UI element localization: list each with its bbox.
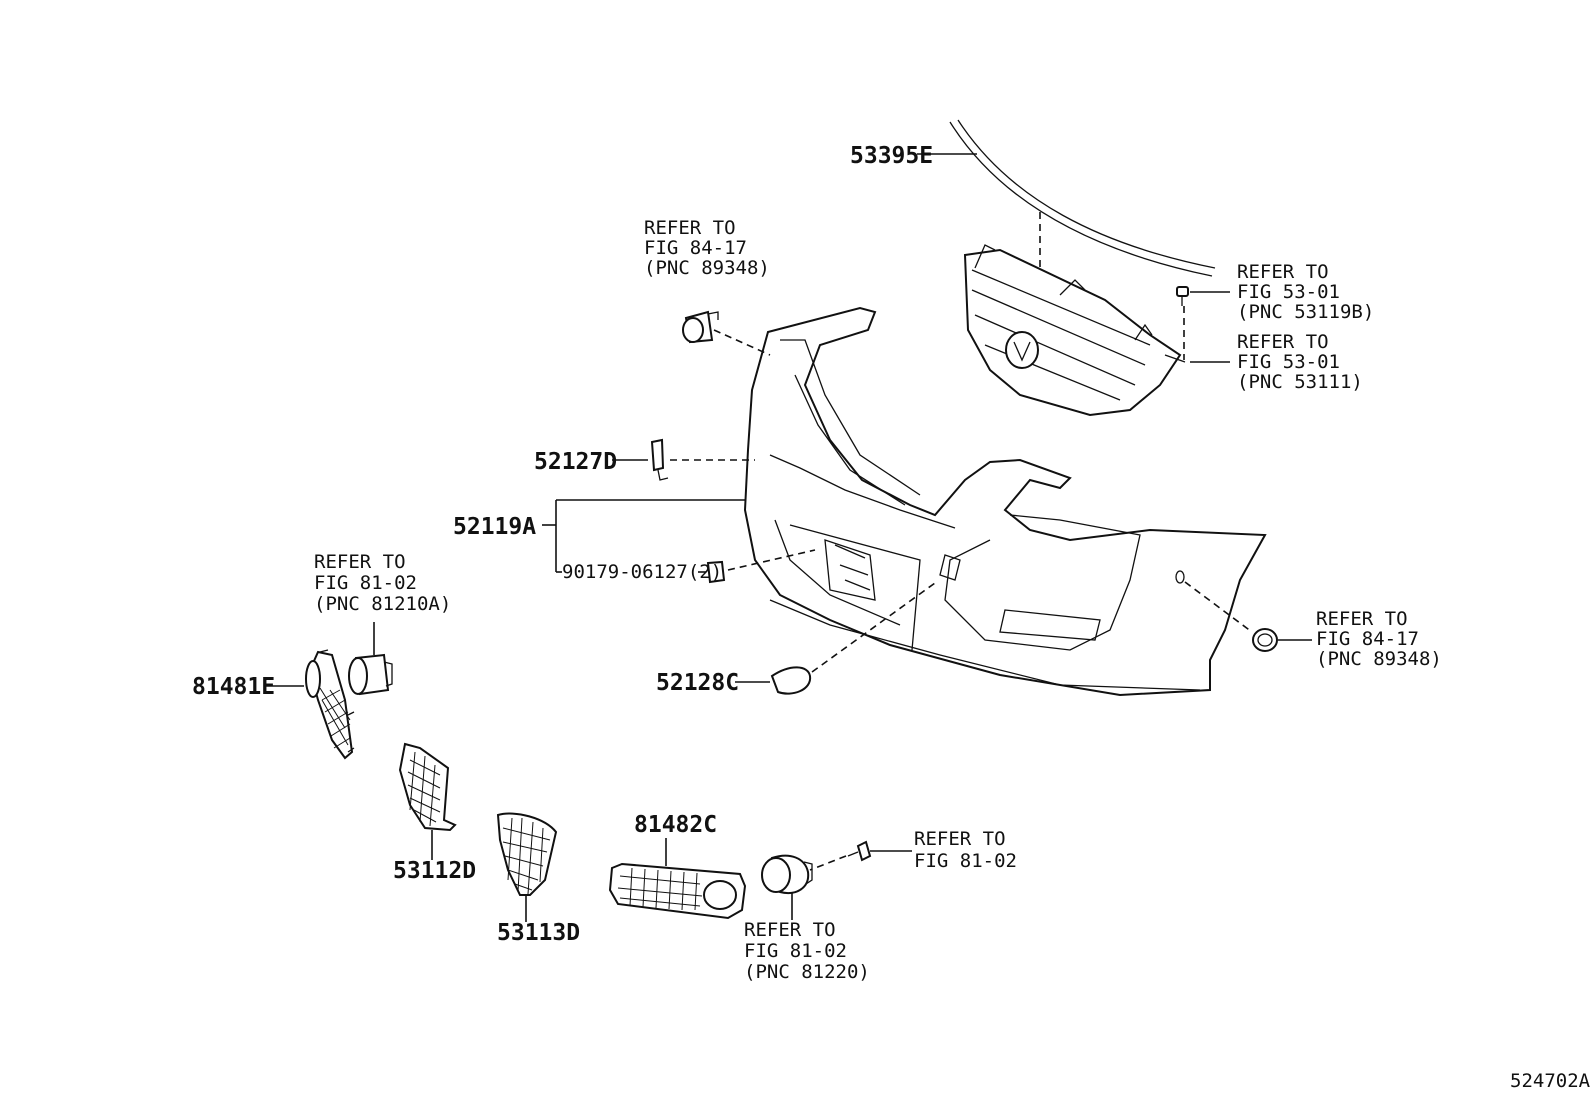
svg-text:(PNC 53119B): (PNC 53119B) [1237,301,1374,323]
svg-text:FIG 53-01: FIG 53-01 [1237,351,1340,373]
svg-text:FIG 53-01: FIG 53-01 [1237,281,1340,303]
svg-text:REFER TO: REFER TO [314,551,406,573]
radiator-grille [963,244,1186,417]
sensor-right [1184,581,1312,652]
svg-text:(PNC 53111): (PNC 53111) [1237,371,1363,393]
grille-53113D [496,812,558,922]
towing-cap-52128C [735,582,936,695]
svg-text:(PNC 81220): (PNC 81220) [744,961,870,983]
svg-text:(PNC 89348): (PNC 89348) [644,257,770,279]
label-52127D: 52127D [534,449,617,475]
bezel-81482C [608,838,747,920]
grille-clip [1176,286,1230,363]
label-53395E: 53395E [850,143,933,169]
ref-fig53-01-53119B: REFER TO FIG 53-01 (PNC 53119B) [1237,261,1374,323]
label-90179: 90179-06127(2) [562,561,722,583]
label-81482C: 81482C [634,812,717,838]
svg-text:FIG 81-02: FIG 81-02 [314,572,417,594]
svg-text:REFER TO: REFER TO [644,217,736,239]
svg-text:REFER TO: REFER TO [1237,331,1329,353]
sensor-81210A [348,622,393,696]
label-81481E: 81481E [192,674,275,700]
screw [809,840,912,871]
label-53112D: 53112D [393,858,476,884]
sensor-bracket-top [682,310,771,356]
fog-lamp-81220 [761,854,813,920]
ref-fig81-02-screw: REFER TO FIG 81-02 [914,828,1017,872]
svg-text:REFER TO: REFER TO [744,919,836,941]
bumper-cover-52119A [743,306,1267,697]
svg-text:REFER TO: REFER TO [1316,608,1408,630]
svg-text:FIG 81-02: FIG 81-02 [914,850,1017,872]
lamp-cover-81481E [264,649,355,760]
grille-53112D [398,742,457,860]
svg-text:FIG 84-17: FIG 84-17 [644,237,747,259]
ref-fig81-02-81210A: REFER TO FIG 81-02 (PNC 81210A) [314,551,451,615]
label-52119A: 52119A [453,514,536,540]
ref-fig84-17-top: REFER TO FIG 84-17 (PNC 89348) [644,217,770,279]
ref-fig81-02-81220: REFER TO FIG 81-02 (PNC 81220) [744,919,870,983]
diagram-id: 524702A [1510,1070,1591,1092]
svg-text:REFER TO: REFER TO [914,828,1006,850]
leader-52119A [542,499,745,573]
ref-fig53-01-53111: REFER TO FIG 53-01 (PNC 53111) [1237,331,1363,393]
clip-90179 [698,549,816,584]
label-52128C: 52128C [656,670,739,696]
svg-text:REFER TO: REFER TO [1237,261,1329,283]
svg-text:FIG 84-17: FIG 84-17 [1316,628,1419,650]
svg-text:FIG 81-02: FIG 81-02 [744,940,847,962]
svg-text:(PNC 89348): (PNC 89348) [1316,648,1442,670]
clip-52127D [612,438,755,481]
ref-fig84-17-right: REFER TO FIG 84-17 (PNC 89348) [1316,608,1442,670]
svg-text:(PNC 81210A): (PNC 81210A) [314,593,451,615]
label-53113D: 53113D [497,920,580,946]
